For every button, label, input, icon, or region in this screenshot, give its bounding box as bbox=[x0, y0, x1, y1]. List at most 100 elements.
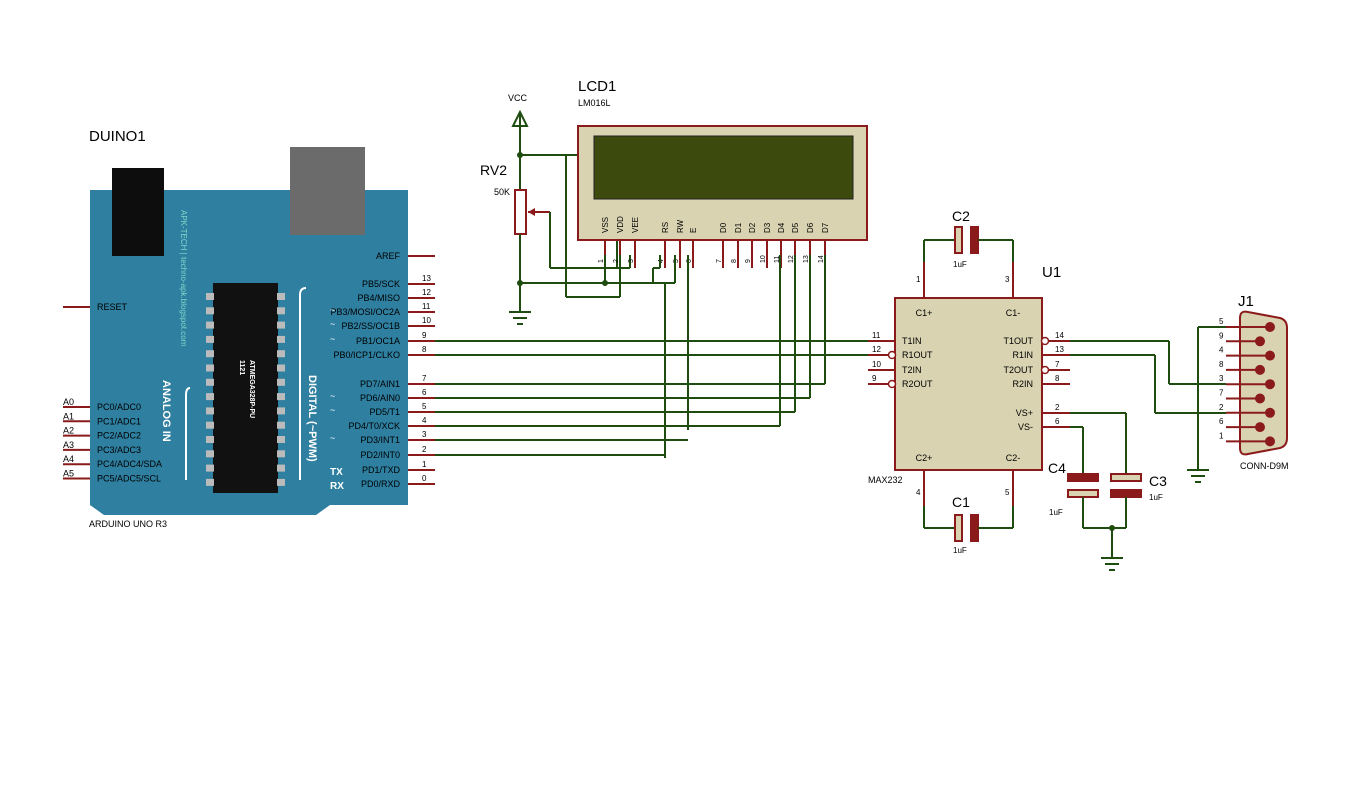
chip-leg bbox=[206, 350, 214, 358]
chip-leg bbox=[277, 321, 285, 329]
capacitor-c1: C1 1uF bbox=[923, 494, 1014, 555]
c4-plate bbox=[1067, 473, 1099, 482]
digital-pin-number: 11 bbox=[422, 302, 431, 311]
inverter-bubble bbox=[1040, 365, 1050, 375]
chip-leg bbox=[206, 378, 214, 386]
chip-leg bbox=[277, 307, 285, 315]
pwm-mark: ~ bbox=[330, 334, 335, 344]
digital-pin-name: PD3/INT1 bbox=[360, 435, 400, 445]
d9-pin-contact bbox=[1265, 436, 1275, 447]
aref-label: AREF bbox=[376, 251, 401, 261]
digital-pin-number: 9 bbox=[422, 331, 427, 340]
max232-bottom-pins: 4C2+5C2- bbox=[916, 453, 1020, 506]
analog-pin-name: PC1/ADC1 bbox=[97, 416, 141, 426]
lcd-model: LM016L bbox=[578, 98, 611, 108]
lcd-pin-name: D5 bbox=[791, 222, 800, 233]
d9-pin-contact bbox=[1265, 379, 1275, 390]
inverter-bubble bbox=[887, 350, 897, 360]
d9-pin-contact bbox=[1255, 364, 1265, 375]
max-pin-number: 1 bbox=[916, 275, 921, 284]
digital-pin-number: 3 bbox=[422, 430, 427, 439]
lcd-pin-number: 13 bbox=[803, 255, 810, 263]
analog-pin-name: PC2/ADC2 bbox=[97, 431, 141, 441]
analog-pin-number: A0 bbox=[63, 397, 74, 407]
digital-pin-number: 10 bbox=[422, 316, 431, 325]
analog-pin-name: PC0/ADC0 bbox=[97, 402, 141, 412]
c1-ref: C1 bbox=[952, 494, 970, 510]
max-pin-number: 2 bbox=[1055, 403, 1060, 412]
lcd-pin-number: 9 bbox=[745, 259, 752, 263]
tx-label: TX bbox=[330, 467, 343, 478]
max-pin-name: C2+ bbox=[916, 453, 933, 463]
lcd-pin-name: D1 bbox=[734, 222, 743, 233]
c3-ref: C3 bbox=[1149, 473, 1167, 489]
d9-shell bbox=[1239, 310, 1288, 456]
lcd-pin-name: RW bbox=[676, 219, 685, 233]
pot-wiper-arrow-icon bbox=[528, 208, 535, 216]
lcd-module: LCD1 LM016L VSS1VDD2VEE3RS4RW5E6D07D18D2… bbox=[577, 78, 868, 268]
capacitor-c4-c3: C4 1uF C3 1uF bbox=[1048, 412, 1167, 571]
pwm-mark: ~ bbox=[330, 319, 335, 329]
d9-pin-number: 7 bbox=[1219, 389, 1224, 398]
digital-bracket bbox=[299, 287, 307, 480]
capacitor-c2: C2 1uF bbox=[923, 208, 1014, 269]
lcd-pins: VSS1VDD2VEE3RS4RW5E6D07D18D29D310D411D51… bbox=[598, 216, 830, 268]
chip-leg bbox=[206, 421, 214, 429]
chip-leg bbox=[277, 378, 285, 386]
d9-pin-contact bbox=[1265, 322, 1275, 332]
max-pin-number: 9 bbox=[872, 374, 877, 383]
digital-pin-number: 7 bbox=[422, 374, 427, 383]
lcd-pin-number: 12 bbox=[788, 255, 795, 263]
analog-pin-name: PC3/ADC3 bbox=[97, 445, 141, 455]
analog-pin-number: A5 bbox=[63, 469, 74, 479]
chip-leg bbox=[206, 293, 214, 300]
max-pin-name: C1+ bbox=[916, 308, 933, 318]
usb-connector bbox=[290, 147, 365, 235]
d9-pin-contact bbox=[1255, 422, 1265, 433]
lcd-pin-name: E bbox=[689, 228, 698, 233]
lcd-pin-name: D0 bbox=[719, 222, 728, 233]
lcd-pin-name: D4 bbox=[777, 222, 786, 233]
lcd-pin-name: D2 bbox=[748, 222, 757, 233]
chip-leg bbox=[277, 364, 285, 372]
chip-marking-1: 1121 bbox=[238, 360, 245, 375]
max-pin-name: VS- bbox=[1018, 422, 1033, 432]
lcd-pin-name: RS bbox=[661, 222, 670, 233]
chip-leg bbox=[206, 478, 214, 486]
rx-label: RX bbox=[330, 481, 344, 492]
max-pin-number: 3 bbox=[1005, 275, 1010, 284]
j1-model: CONN-D9M bbox=[1240, 461, 1289, 471]
max232-top-pins: 1C1+3C1- bbox=[916, 262, 1020, 318]
lcd-pin-number: 4 bbox=[658, 259, 665, 263]
c3-plate bbox=[1110, 489, 1142, 498]
c1-plate bbox=[970, 514, 979, 542]
digital-pin-name: PD6/AIN0 bbox=[360, 393, 400, 403]
lcd-pin-name: D3 bbox=[763, 222, 772, 233]
lcd-pin-number: 7 bbox=[716, 259, 723, 263]
d9-pin-number: 8 bbox=[1219, 360, 1224, 369]
chip-legs-left bbox=[206, 293, 214, 486]
pot-value: 50K bbox=[494, 187, 510, 197]
lcd-pin-name: VDD bbox=[616, 216, 625, 233]
power-jack bbox=[112, 168, 164, 256]
pot-body bbox=[514, 189, 527, 235]
digital-pin-name: PB3/MOSI/OC2A bbox=[330, 307, 400, 317]
lcd-pin-number: 5 bbox=[673, 259, 680, 263]
c2-value: 1uF bbox=[953, 260, 967, 269]
analog-pin-number: A1 bbox=[63, 411, 74, 421]
d9-pin-contact bbox=[1265, 350, 1275, 361]
chip-leg bbox=[277, 436, 285, 443]
lcd-pin-name: D7 bbox=[821, 222, 830, 233]
digital-pin-name: PD5/T1 bbox=[369, 407, 400, 417]
analog-bracket bbox=[185, 387, 191, 480]
chip-leg bbox=[206, 436, 214, 443]
chip-leg bbox=[277, 335, 285, 343]
max-pin-name: VS+ bbox=[1016, 408, 1033, 418]
chip-leg bbox=[277, 293, 285, 300]
chip-leg bbox=[206, 364, 214, 372]
lcd-pin-name: VEE bbox=[631, 217, 640, 233]
atmega-chip bbox=[213, 283, 278, 493]
lcd-wires bbox=[530, 155, 689, 458]
